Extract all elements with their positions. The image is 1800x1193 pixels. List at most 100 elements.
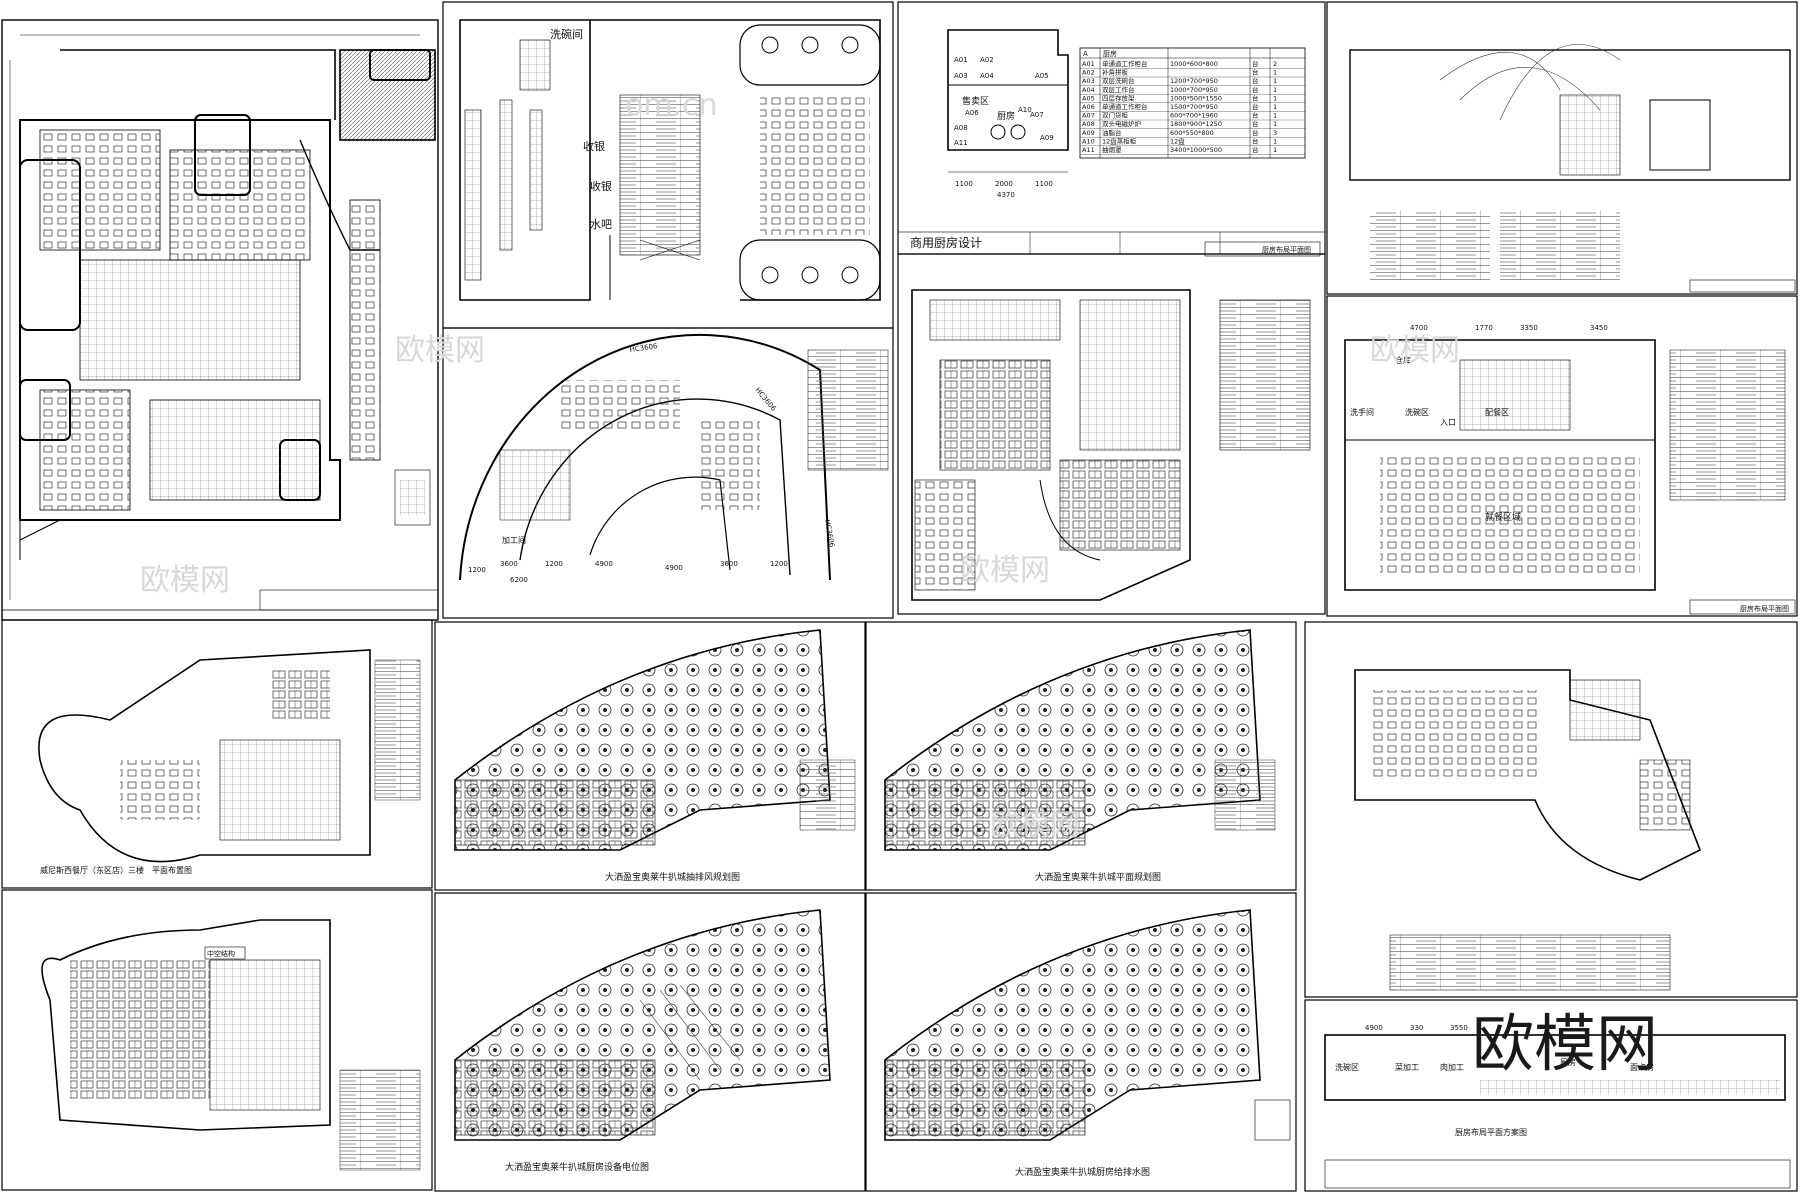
title-floor-plan: 大洒盈宝奥莱牛扒城平面规划图 [1035, 871, 1161, 883]
table-cell: 1 [1273, 69, 1277, 77]
panel-small-kitchen: 售卖区 厨房 A01 A02 A03 A04 A05 A06 A07 A08 A… [897, 1, 1326, 255]
table-cell: A01 [1082, 60, 1095, 68]
dim-5-7: 3600 [720, 560, 738, 568]
table-cell: A02 [1082, 69, 1095, 77]
label-sales-area: 售卖区 [962, 95, 989, 107]
table-cell: 双层工作台 [1102, 85, 1135, 94]
code-a05: A05 [1035, 72, 1049, 80]
table-cell: 1 [1273, 137, 1277, 145]
table-cell: A07 [1082, 112, 1095, 120]
code-a03: A03 [954, 72, 968, 80]
label-dishwash-zone: 洗碗区 [1335, 1062, 1359, 1072]
table-cell: A06 [1082, 103, 1095, 111]
panel-kitchen-dining: 洗碗间 收银 收银 水吧 [442, 1, 894, 329]
label-dishwash-area: 洗碗区 [1405, 407, 1429, 417]
table-cell: 台 [1252, 76, 1259, 85]
dim-5-6: 4900 [665, 564, 683, 572]
title-exhaust-plan: 大洒盈宝奥莱牛扒城抽排风规划图 [605, 871, 740, 883]
label-washroom: 洗手间 [1350, 407, 1374, 417]
table-cell: 台 [1252, 68, 1259, 77]
table-cell: 1 [1273, 120, 1277, 128]
code-a10: A10 [1018, 106, 1032, 114]
dim-hc-3: HC3606 [823, 519, 836, 548]
title-kitchen-layout-2: 厨房布局平面图 [1740, 604, 1789, 613]
table-cell: 1500*700*950 [1170, 103, 1218, 111]
table-cell: 1 [1273, 77, 1277, 85]
table-cell: 600*550*800 [1170, 129, 1214, 137]
dim-5-3: 1200 [545, 560, 563, 568]
table-cell: 2 [1273, 60, 1277, 68]
table-cell: 单通道工作柜台 [1102, 102, 1148, 111]
dim-total: 4370 [997, 191, 1015, 199]
title-drainage: 大洒盈宝奥莱牛扒城厨房给排水图 [1015, 1166, 1150, 1178]
title-venice-floor: 威尼斯西餐厅（东区店）三楼 平面布置图 [40, 865, 192, 875]
dim-5-8: 1200 [770, 560, 788, 568]
panel-building-plan [1, 19, 439, 621]
dim-5-5: 6200 [510, 576, 528, 584]
title-equipment-power: 大洒盈宝奥莱牛扒城厨房设备电位图 [505, 1161, 649, 1173]
label-cashier-2: 收银 [590, 179, 612, 193]
code-a08: A08 [954, 124, 968, 132]
table-cell: 1 [1273, 94, 1277, 102]
table-cell: A04 [1082, 86, 1095, 94]
panel-electrical-plan [1326, 1, 1798, 295]
table-cell: 抽烟罩 [1102, 145, 1122, 154]
label-entrance: 入口 [1440, 418, 1456, 427]
panel-commercial-kitchen: 商用厨房设计 厨房布局平面图 [897, 235, 1326, 615]
code-a01: A01 [954, 56, 968, 64]
watermark-3: 欧模网 [1370, 333, 1460, 368]
table-cell: 1800*900*1250 [1170, 120, 1222, 128]
panel-drainage: 大洒盈宝奥莱牛扒城厨房给排水图 [865, 892, 1297, 1192]
watermark-2: 欧模网 [960, 553, 1050, 588]
table-cell: A08 [1082, 120, 1095, 128]
dim-5-1: 1200 [468, 566, 486, 574]
caption-commercial-kitchen: 商用厨房设计 [910, 235, 982, 250]
table-cell: 1000*700*950 [1170, 86, 1218, 94]
table-cell: 1 [1273, 86, 1277, 94]
table-cell: A11 [1082, 146, 1095, 154]
table-cell: 台 [1252, 145, 1259, 154]
label-cashier-1: 收银 [583, 139, 605, 153]
table-cell: 台 [1252, 111, 1259, 120]
watermarks: 欧模网 欧模网 欧模网 欧模网 欧模网 om.cn 欧模网 [140, 88, 1658, 1080]
table-cell: 台 [1252, 85, 1259, 94]
table-cell: 1 [1273, 112, 1277, 120]
dim-hc-1: HC3606 [629, 342, 658, 354]
panel-floor-plan: 大洒盈宝奥莱牛扒城平面规划图 [865, 621, 1297, 891]
title-kitchen-scheme: 厨房布局平面方案图 [1455, 1127, 1527, 1137]
dim-13-3: 3550 [1450, 1024, 1468, 1032]
label-dishwash: 洗碗间 [550, 27, 583, 41]
table-cell: 四层存放架 [1102, 93, 1135, 102]
table-cell: 1200*700*950 [1170, 77, 1218, 85]
label-prep-area: 配餐区 [1485, 408, 1509, 417]
label-pastry: 面点房 [1630, 1062, 1654, 1072]
dim-6-1: 4700 [1410, 324, 1428, 332]
table-cell: A05 [1082, 94, 1095, 102]
panel-restaurant-curved-wing [1304, 621, 1798, 998]
table-cell: 台 [1252, 102, 1259, 111]
label-kitchen: 厨房 [997, 110, 1015, 122]
label-meat-prep: 肉加工 [1440, 1062, 1464, 1072]
table-cell: 12盘 [1170, 136, 1185, 145]
table-cell: 3 [1273, 129, 1277, 137]
panel-atrium-plan: 中空结构 [1, 889, 433, 1191]
dim-6-2: 1770 [1475, 324, 1493, 332]
table-header-name: 厨房 [1103, 49, 1117, 58]
table-cell: 台 [1252, 128, 1259, 137]
table-cell: 台 [1252, 59, 1259, 68]
watermark-4: 欧模网 [990, 808, 1080, 843]
dim-6-3: 3350 [1520, 324, 1538, 332]
dim-5-2: 3600 [500, 560, 518, 568]
panel-kitchen-layout-scheme: 4900 330 3550 洗碗区 菜加工 肉加工 面点房 厨房 厨房布局平面方… [1304, 999, 1798, 1192]
table-cell: 600*700*1960 [1170, 112, 1218, 120]
watermark-1: 欧模网 [395, 333, 485, 368]
code-a11: A11 [954, 139, 968, 147]
dim-13-1: 4900 [1365, 1024, 1383, 1032]
label-water-bar: 水吧 [590, 218, 612, 231]
table-cell: 台 [1252, 93, 1259, 102]
dim-1: 1100 [955, 180, 973, 188]
label-warehouse: 仓库 [1395, 355, 1411, 365]
table-cell: 单通道工作柜台 [1102, 59, 1148, 68]
